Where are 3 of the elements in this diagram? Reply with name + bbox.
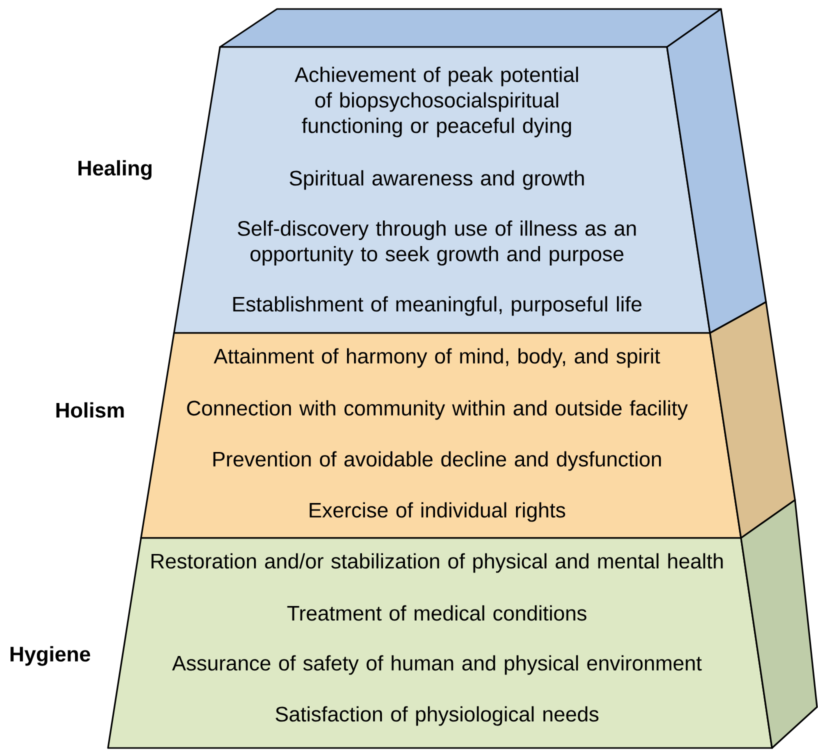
band-heading: Hygiene (10, 646, 90, 666)
band-heading: Healing (78, 160, 152, 180)
band-heading: Holism (56, 402, 124, 418)
